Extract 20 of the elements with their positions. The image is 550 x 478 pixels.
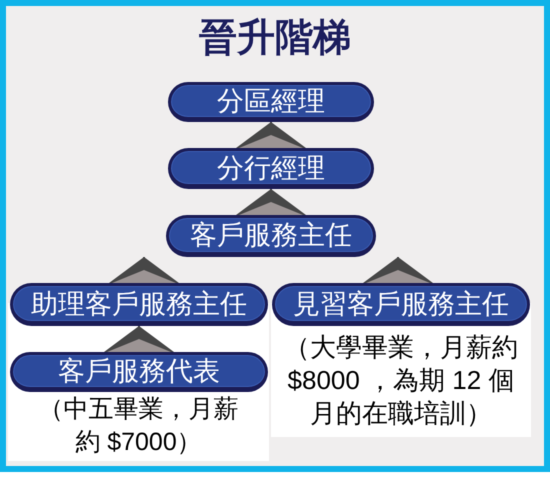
- rank-pill: [272, 283, 530, 326]
- position-title: 分行經理: [217, 152, 325, 182]
- note-text: （大學畢業，月薪約 $8000 ，為期 12 個月的在職培訓）: [283, 331, 519, 430]
- position-title: 客戶服務代表: [58, 356, 220, 386]
- position-title: 客戶服務主任: [190, 220, 352, 250]
- chevron-arrow: [109, 257, 179, 283]
- rank-pill: [166, 215, 376, 257]
- position-title: 分區經理: [217, 86, 325, 116]
- chevron-arrow: [236, 189, 306, 215]
- chevron-arrow: [236, 122, 306, 148]
- rank-pill: [168, 82, 374, 122]
- rank-pill: [10, 283, 268, 326]
- rank-pill: [10, 352, 268, 392]
- chevron-arrow: [104, 326, 174, 352]
- position-title: 見習客戶服務主任: [293, 288, 509, 318]
- title: 晉升階梯: [199, 16, 351, 61]
- note-text: （中五畢業，月薪約 $7000）: [38, 394, 240, 458]
- rank-pill: [168, 148, 374, 189]
- position-title: 助理客戶服務主任: [31, 288, 247, 318]
- chevron-arrow: [363, 257, 433, 283]
